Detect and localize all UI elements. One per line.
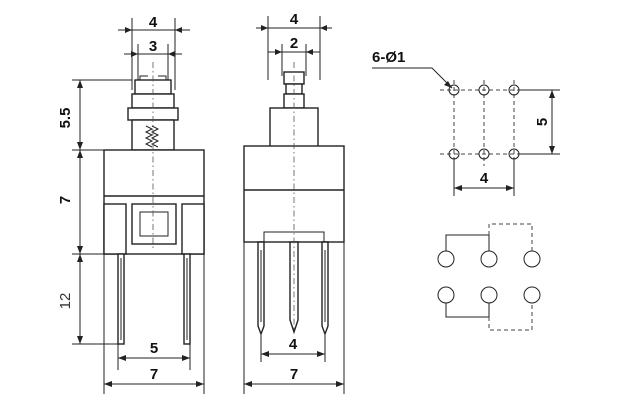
front-plunger-height-dim: 5.5: [57, 108, 74, 129]
terminal: [480, 250, 498, 268]
pcb-hole: [448, 84, 460, 96]
terminal: [437, 286, 455, 304]
side-view: 4 2 4 7: [243, 11, 345, 394]
pcb-hole: [478, 84, 490, 96]
side-body-width-dim: 7: [290, 366, 298, 383]
terminal: [480, 286, 498, 304]
front-view: 4 3 5.5: [57, 14, 205, 394]
front-body-width-dim: 7: [150, 366, 158, 383]
column-spacing-dim: 4: [480, 170, 489, 187]
switch-schematic: [437, 223, 541, 331]
side-pin-spacing-dim: 4: [289, 336, 298, 353]
front-top-inner-dim: 3: [149, 38, 157, 55]
hole-callout: 6-Ø1: [372, 49, 405, 66]
pcb-footprint: 6-Ø1 5 4: [372, 49, 560, 196]
front-body-height-dim: 7: [57, 196, 74, 204]
terminal: [437, 250, 455, 268]
side-top-outer-dim: 4: [290, 11, 299, 28]
row-spacing-dim: 5: [534, 118, 551, 126]
front-pin-length-dim: 12: [57, 293, 74, 310]
front-pin-spacing-dim: 5: [150, 340, 158, 357]
pcb-hole: [508, 84, 520, 96]
terminal: [523, 286, 541, 304]
side-top-inner-dim: 2: [290, 35, 298, 52]
terminal: [523, 250, 541, 268]
pcb-hole: [478, 148, 490, 160]
front-top-outer-dim: 4: [149, 14, 158, 31]
